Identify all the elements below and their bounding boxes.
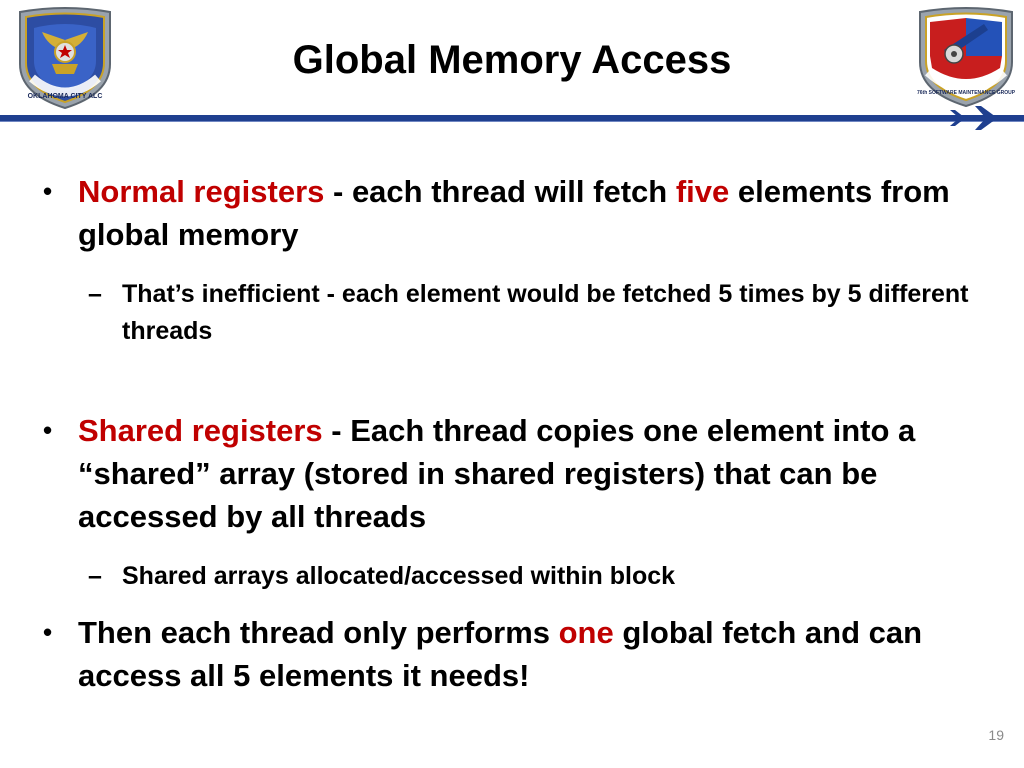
right-logo-ring-text: 76th SOFTWARE MAINTENANCE GROUP (917, 90, 1016, 96)
sub-bullet-text: Shared arrays allocated/accessed within … (122, 562, 676, 590)
bullet-emphasis: one (558, 615, 614, 650)
bullet-shared-registers: • Shared registers - Each thread copies … (43, 409, 998, 538)
bullet-text: elements from global memory (78, 174, 950, 252)
bullet-normal-registers: • Normal registers - each thread will fe… (43, 170, 998, 256)
sub-bullet-mark: – (88, 280, 102, 308)
sub-bullet-text: That’s inefficient - each element would … (122, 280, 969, 345)
left-logo-ring-text: OKLAHOMA CITY ALC (28, 93, 103, 100)
sub-bullet-mark: – (88, 562, 102, 590)
bullet-text: global fetch and can access all 5 elemen… (78, 615, 923, 693)
bullet-term: Shared registers (78, 413, 323, 448)
header-rule (0, 106, 1024, 130)
bullet-text: - Each thread copies one element into a … (78, 413, 916, 534)
bullet-term: Normal registers (78, 174, 325, 209)
oklahoma-city-alc-emblem-icon: OKLAHOMA CITY ALC (19, 7, 111, 110)
jet-silhouette-icon (950, 106, 1020, 130)
sub-bullet-shared-arrays: – Shared arrays allocated/accessed withi… (88, 558, 992, 595)
bullet-mark: • (43, 617, 53, 647)
bullet-text: - each thread will fetch (324, 174, 676, 209)
bullet-text: Then each thread only performs (78, 615, 559, 650)
sub-bullet-inefficient: – That’s inefficient - each element woul… (88, 276, 992, 350)
page-number: 19 (988, 727, 1004, 743)
bullet-mark: • (43, 176, 53, 206)
bullet-emphasis: five (675, 174, 730, 209)
bullet-mark: • (43, 415, 53, 445)
page-title: Global Memory Access (292, 38, 732, 82)
bullet-global-fetch: • Then each thread only performs one glo… (43, 611, 998, 697)
software-maintenance-group-emblem-icon: 76th SOFTWARE MAINTENANCE GROUP (917, 7, 1016, 108)
